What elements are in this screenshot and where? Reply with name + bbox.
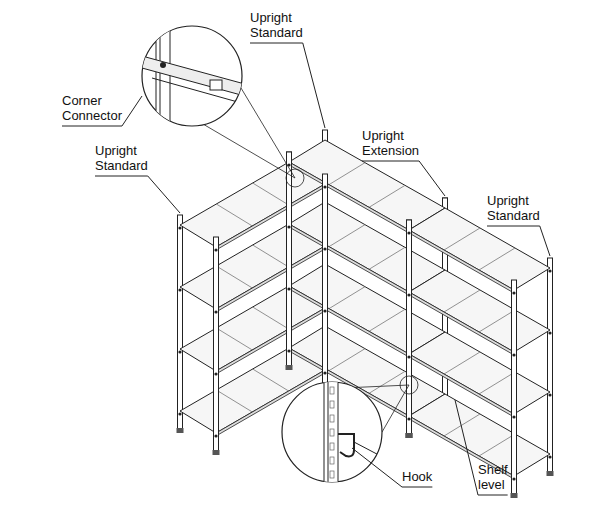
part-label: Upright Extension — [362, 128, 434, 158]
upright-post — [407, 220, 412, 435]
leader-line — [487, 226, 550, 256]
post-foot — [286, 365, 293, 370]
detail-line — [241, 87, 295, 178]
upright-post — [178, 215, 183, 430]
post-bolt — [548, 455, 551, 458]
post-bolt — [407, 231, 410, 234]
shelf — [409, 270, 550, 355]
post-bolt — [214, 248, 217, 251]
post-foot — [547, 471, 554, 476]
post-foot — [177, 428, 184, 433]
post-bolt — [407, 355, 410, 358]
post-bolt — [407, 355, 410, 358]
part-label: Upright Standard — [250, 10, 320, 40]
post-bolt — [178, 412, 181, 415]
detail-marker — [400, 376, 418, 394]
part-label: Corner Connector — [62, 93, 134, 123]
shelf — [409, 332, 550, 417]
post-bolt — [323, 309, 326, 312]
hook-detail — [324, 372, 392, 502]
post-bolt — [287, 225, 290, 228]
upright-post — [407, 220, 412, 435]
upright-post — [214, 237, 219, 452]
post-bolt — [512, 415, 515, 418]
post-bolt — [407, 417, 410, 420]
post-foot — [511, 493, 518, 498]
post-bolt — [287, 287, 290, 290]
leader-line — [362, 161, 445, 196]
post-bolt — [287, 349, 290, 352]
shelf — [180, 162, 325, 250]
post-bolt — [323, 371, 326, 374]
post-bolt — [178, 288, 181, 291]
detail-line — [355, 385, 409, 387]
post-bolt — [178, 350, 181, 353]
part-label: Upright Standard — [95, 143, 165, 173]
part-label: Shelf level — [478, 462, 518, 492]
post-bolt — [548, 393, 551, 396]
post-foot — [286, 365, 293, 370]
post-bolt — [407, 293, 410, 296]
post-bolt — [548, 331, 551, 334]
post-bolt — [178, 226, 181, 229]
post-foot — [406, 433, 413, 438]
post-bolt — [287, 287, 290, 290]
part-label: Hook — [402, 469, 442, 484]
connector-detail — [142, 16, 252, 146]
post-foot — [406, 433, 413, 438]
leader-line — [95, 176, 180, 213]
detail-marker — [286, 169, 304, 187]
upright-post — [323, 174, 328, 389]
post-bolt — [323, 185, 326, 188]
upright-post — [512, 280, 517, 495]
post-bolt — [323, 247, 326, 250]
post-bolt — [214, 372, 217, 375]
post-bolt — [548, 269, 551, 272]
post-bolt — [512, 353, 515, 356]
post-bolt — [407, 231, 410, 234]
post-bolt — [287, 349, 290, 352]
leader-line — [250, 43, 325, 128]
post-foot — [213, 450, 220, 455]
post-bolt — [512, 291, 515, 294]
detail-line — [204, 125, 295, 178]
post-bolt — [214, 434, 217, 437]
post-bolt — [407, 293, 410, 296]
post-bolt — [407, 417, 410, 420]
part-label: Upright Standard — [487, 193, 549, 223]
upright-post — [548, 258, 553, 473]
detail-line — [382, 385, 409, 432]
post-bolt — [287, 225, 290, 228]
post-bolt — [214, 310, 217, 313]
post-bolt — [512, 477, 515, 480]
